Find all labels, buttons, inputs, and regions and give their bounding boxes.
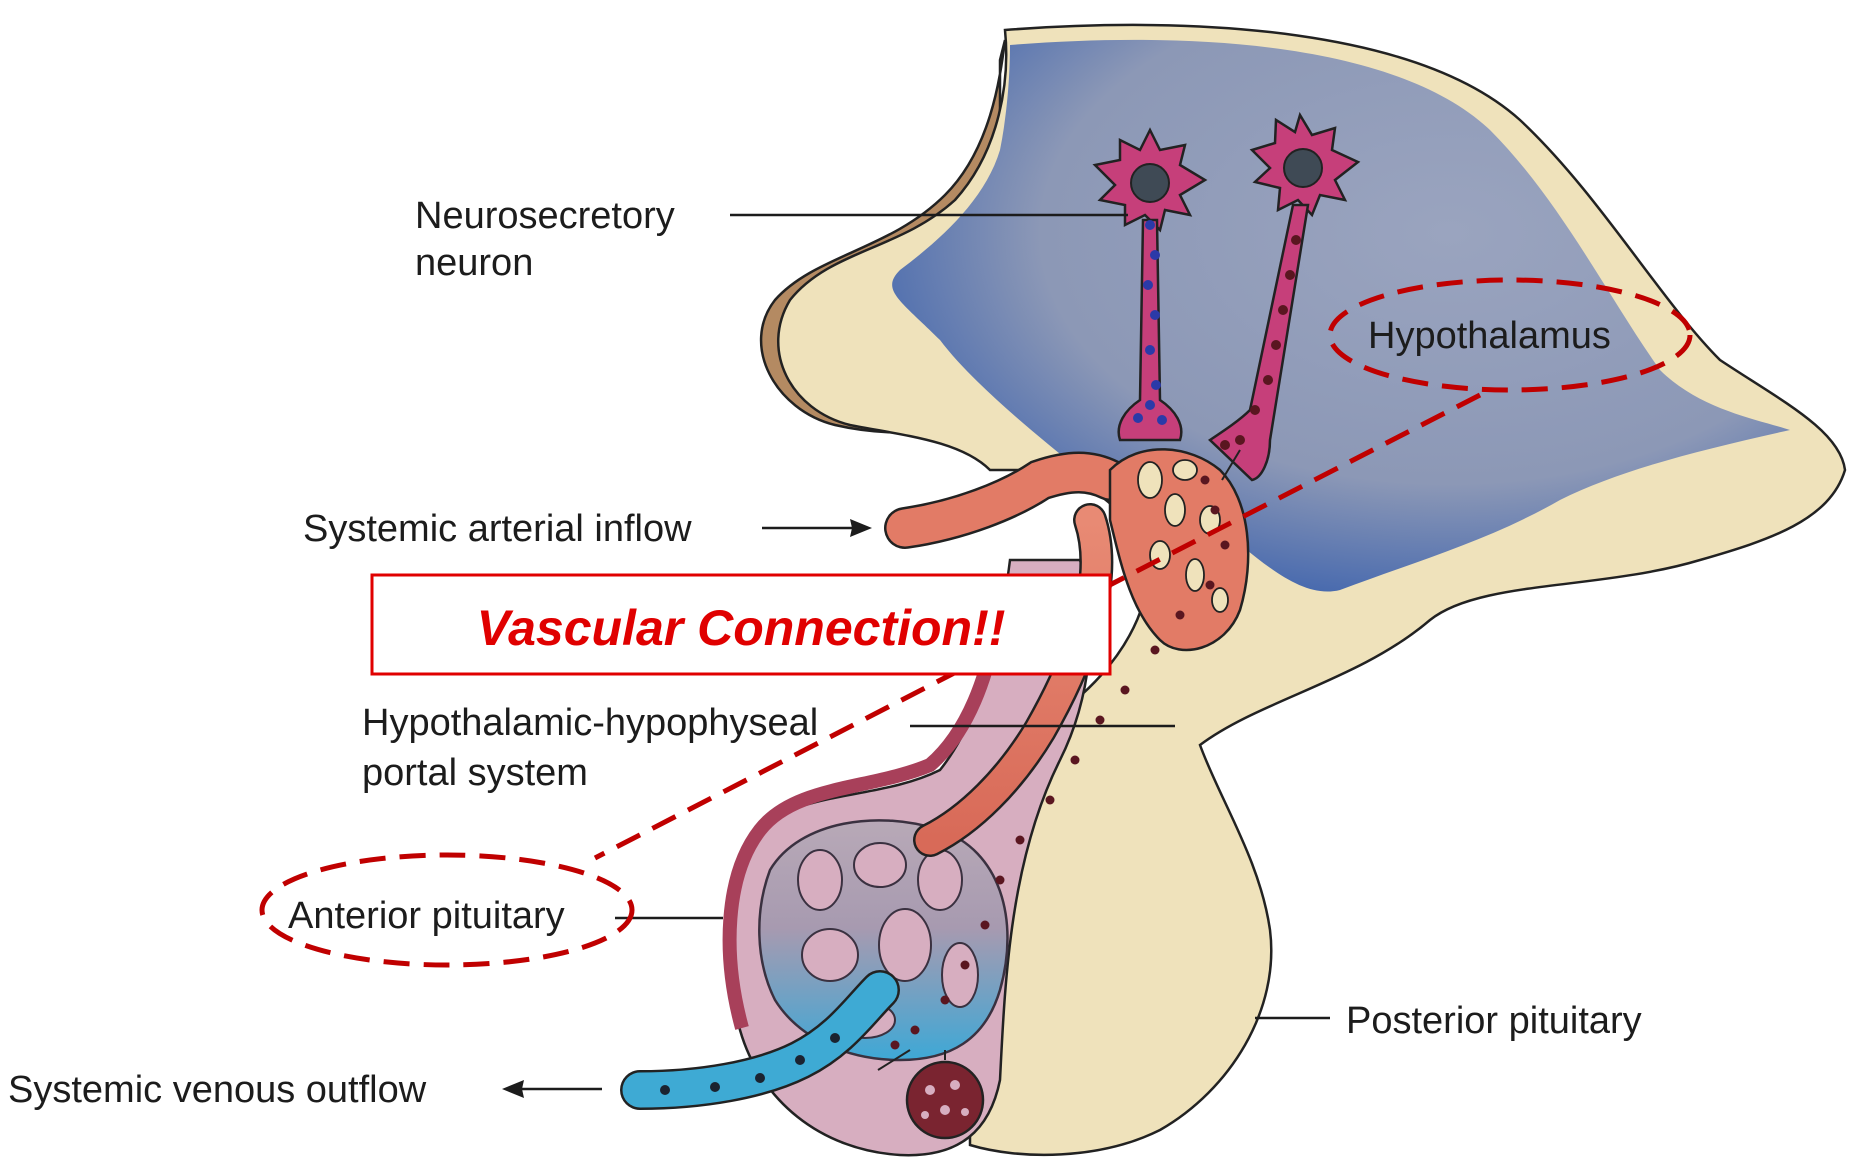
label-portal-line2: portal system bbox=[362, 752, 588, 794]
arrow-systemic-venous-outflow bbox=[502, 1080, 602, 1098]
arrow-systemic-arterial-inflow bbox=[762, 519, 872, 537]
label-neurosecretory-line1: Neurosecretory bbox=[415, 195, 675, 237]
label-systemic-venous-outflow: Systemic venous outflow bbox=[8, 1069, 427, 1111]
label-systemic-arterial-inflow: Systemic arterial inflow bbox=[303, 508, 692, 550]
label-portal-line1: Hypothalamic-hypophyseal bbox=[362, 702, 818, 744]
label-anterior-pituitary: Anterior pituitary bbox=[288, 895, 565, 937]
label-posterior-pituitary: Posterior pituitary bbox=[1346, 1000, 1642, 1042]
label-hypothalamus: Hypothalamus bbox=[1368, 315, 1611, 357]
label-neurosecretory-line2: neuron bbox=[415, 242, 533, 284]
vascular-connection-callout: Vascular Connection!! bbox=[477, 600, 1006, 656]
pituitary-cell-cluster bbox=[907, 1062, 983, 1138]
